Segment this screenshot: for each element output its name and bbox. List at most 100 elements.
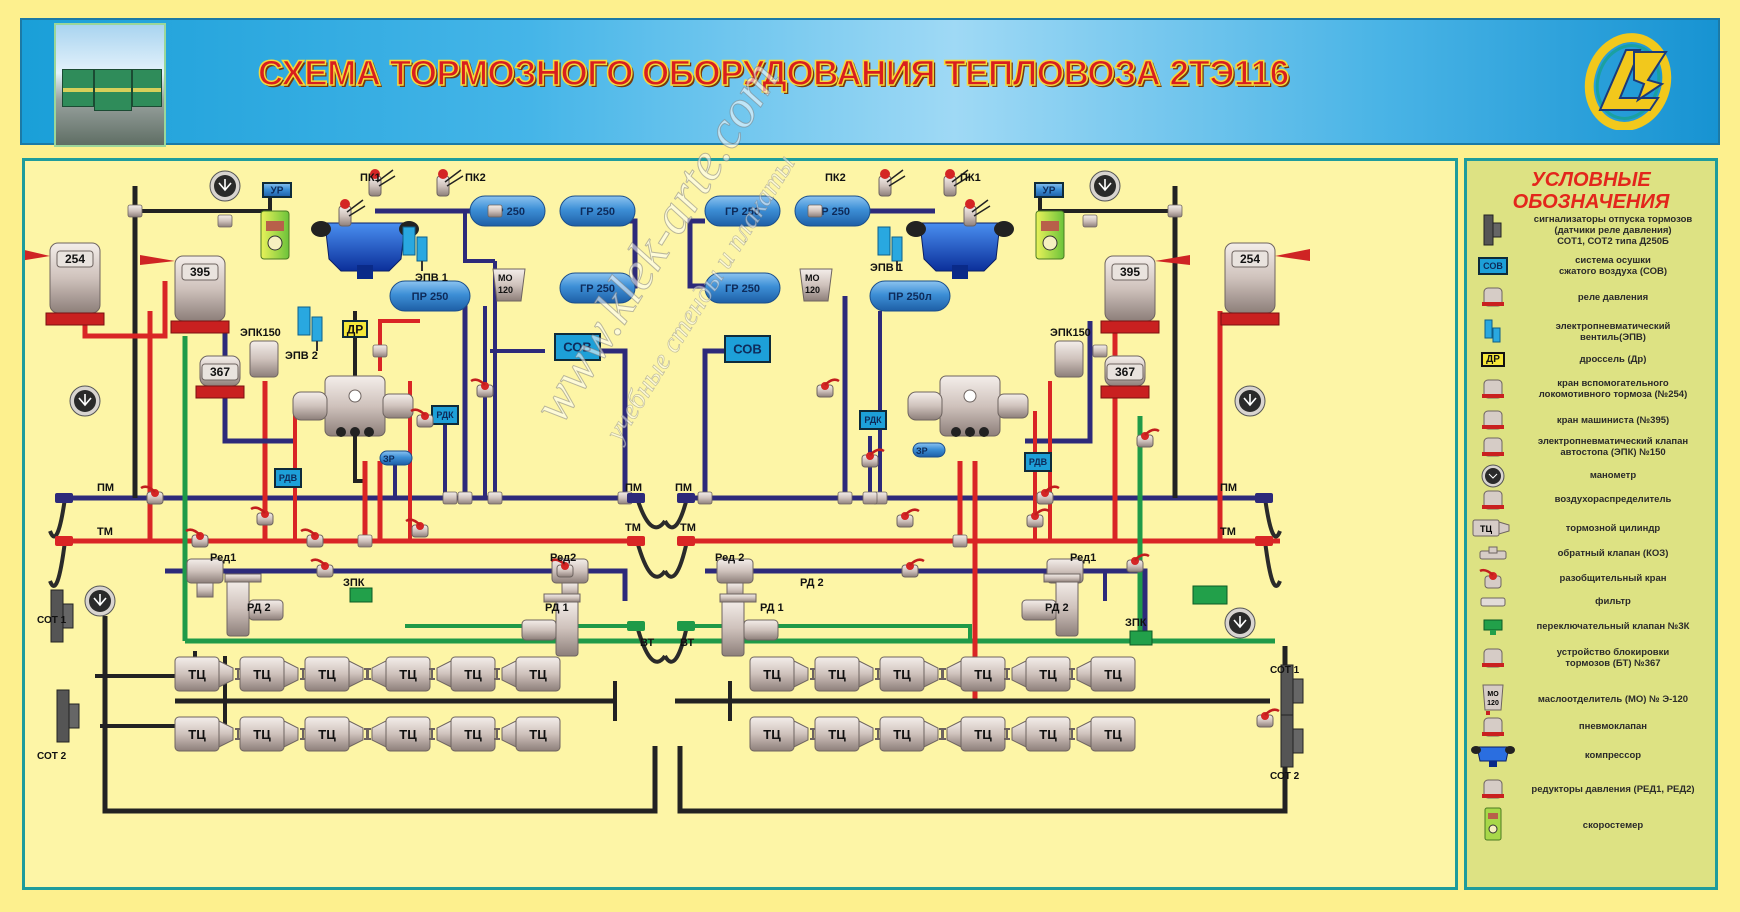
- sot-line-left: [102, 616, 658, 814]
- pipe-fitting: [1082, 214, 1098, 228]
- pressure-relay-icon: [224, 573, 284, 637]
- pressure-reducer-icon: [716, 558, 754, 598]
- rdk-right: РДК: [859, 410, 887, 430]
- distributor-port: [963, 389, 977, 403]
- brake-release-signal-icon: [1471, 213, 1515, 247]
- cock-handle: [250, 506, 266, 514]
- components-layer: ТЦТЦТЦТЦТЦТЦТЦТЦТЦТЦТЦТЦТЦТЦТЦТЦТЦТЦТЦТЦ…: [20, 169, 1310, 768]
- label-sot2-right: СОТ 2: [1270, 771, 1300, 782]
- reservoir-body: [794, 195, 871, 227]
- cylinder-label: ТЦ: [318, 667, 336, 682]
- switch-valve-right: [1129, 630, 1153, 646]
- legend-text-line: система осушки: [1575, 254, 1651, 266]
- legend-text-line: тормозов (БТ) №367: [1565, 657, 1661, 669]
- pm-hose-left: [635, 497, 667, 530]
- air-dryer-left-body: [554, 333, 601, 361]
- rdk-right-label: РДК: [864, 415, 882, 425]
- legend-text-line: фильтр: [1595, 596, 1631, 608]
- legend-text-line: скоростемер: [1582, 819, 1644, 831]
- speedometer-body: [260, 210, 290, 260]
- ur-reservoir-left-body: [262, 182, 292, 198]
- isolating-cock-icon: [550, 558, 574, 578]
- label-mo-left: 120: [498, 285, 513, 295]
- speedometer-icon-part: [1484, 807, 1502, 841]
- oil-separator-icon-part: [1482, 684, 1504, 711]
- legend-item-text: скоростемер: [1515, 820, 1711, 831]
- epv-body: [311, 316, 323, 342]
- oil-separator-right: [799, 268, 833, 302]
- cock-handle: [909, 558, 925, 566]
- legend-item-text: кран машиниста (№395): [1515, 415, 1711, 426]
- gr-250-right-3: ГР 250: [704, 272, 781, 304]
- distributor-port: [348, 389, 362, 403]
- ur-reservoir-right: УР: [1034, 182, 1064, 198]
- legend-item: переключательный клапан №3К: [1471, 618, 1711, 636]
- sot-stem: [62, 603, 74, 629]
- cylinder-rod: [1069, 668, 1075, 680]
- relay-lever: [543, 593, 581, 603]
- cylinder-rod: [1004, 728, 1010, 740]
- pipe-fitting: [697, 491, 713, 505]
- 254-brake: [82, 281, 168, 339]
- pk-cap: [370, 169, 380, 179]
- brake-cylinder-icon: ТЦ: [364, 716, 431, 752]
- legend-text-line: компрессор: [1584, 750, 1642, 762]
- tm-hose-left: [635, 540, 667, 579]
- epk-valve-icon-part: [1482, 437, 1504, 457]
- reservoir-label: ПР 250: [412, 291, 449, 303]
- legend-item-text: сигнализаторы отпуска тормозов(датчики р…: [1515, 214, 1711, 247]
- label-tm-mid-right: ТМ: [680, 522, 696, 534]
- label-rd2b-right: РД 2: [1045, 602, 1069, 614]
- legend-text-line: реле давления: [1577, 291, 1649, 303]
- switch-valve-left: [349, 587, 373, 603]
- pk-cap: [965, 199, 975, 209]
- pipe-fitting: [862, 491, 878, 505]
- brake-lock-unit-right: [1192, 585, 1228, 605]
- legend-text-line: кран вспомогательного: [1557, 377, 1669, 389]
- compressor-foot: [357, 265, 373, 279]
- compressor-icon: [1471, 743, 1515, 769]
- label-zr-left: ЗР: [383, 454, 395, 464]
- air-distributor-icon: [907, 375, 1029, 437]
- brake-lock-367-right-plate: [1106, 363, 1144, 381]
- throttle-icon-part: ДР: [1481, 351, 1505, 367]
- isolating-cock-icon: [1471, 568, 1515, 590]
- throttle-left-label: ДР: [347, 322, 364, 336]
- oil-separator-icon-part: МО: [1487, 691, 1499, 698]
- legend-text-line: автостопа (ЭПК) №150: [1560, 446, 1666, 458]
- check-valve-icon-part: [1479, 546, 1507, 560]
- cock-handle: [470, 378, 486, 386]
- pressure-reducer-icon-part: [1482, 794, 1504, 799]
- cylinder-rod: [939, 668, 945, 680]
- legend-item-text: реле давления: [1515, 292, 1711, 303]
- pneumatic-valve-icon-part: [1482, 717, 1504, 737]
- cylinder-label: ТЦ: [464, 667, 482, 682]
- legend-item-text: редукторы давления (РЕД1, РЕД2): [1515, 784, 1711, 795]
- manometer-icon: [69, 385, 101, 417]
- air-dryer-left: СОВ: [554, 333, 601, 361]
- cylinder-cone: [1011, 720, 1027, 748]
- label-mo-right: 120: [805, 285, 820, 295]
- cock-handle: [1134, 553, 1150, 561]
- cylinder-rod: [939, 728, 945, 740]
- rdk-right-body: [859, 410, 887, 430]
- legend-item-text: тормозной цилиндр: [1515, 523, 1711, 534]
- label-sot1-right: СОТ 1: [1270, 665, 1300, 676]
- cock-handle: [310, 558, 326, 566]
- gauge-needle: [78, 394, 92, 407]
- brake-cylinder-icon: ТЦ: [239, 716, 306, 752]
- isolating-cock-icon: [140, 485, 164, 505]
- isolating-cock-icon-part: [1479, 568, 1494, 576]
- cylinder-cone: [923, 720, 939, 748]
- legend-title-line: УСЛОВНЫЕ: [1531, 169, 1651, 191]
- cylinder-rod: [364, 728, 370, 740]
- aux-brake-tap-icon: [1471, 377, 1515, 401]
- brake-cylinder-icon: ТЦ: [304, 716, 371, 752]
- speedometer-dial: [1042, 235, 1058, 251]
- label-pk2-left: ПК2: [465, 172, 486, 184]
- switch-valve-icon-part: [1483, 619, 1503, 631]
- relay-lever: [1043, 573, 1081, 583]
- vt-line-right: [690, 624, 972, 639]
